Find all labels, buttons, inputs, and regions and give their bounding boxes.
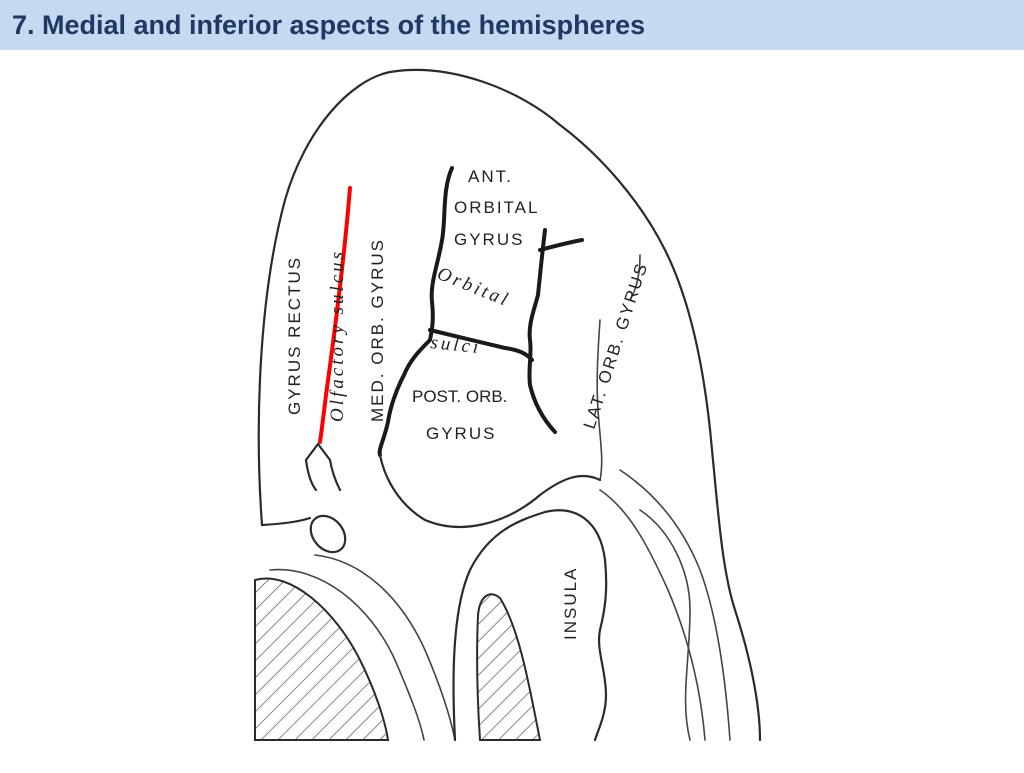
brain-diagram: GYRUS RECTUS Olfactory sulcus MED. ORB. … [0,50,1024,768]
medial-cut-section-outline-2 [314,554,456,741]
lateral-orbital-sulcus-2 [629,254,641,301]
anterior-perforated-edge [260,516,312,527]
frontal-lower-edge [378,453,602,528]
lateral-contour-2 [619,469,731,741]
label-lat-orb-gyrus: LAT. ORB. GYRUS [580,260,652,432]
hemisphere-outline [257,68,762,742]
olfactory-tract-stump [309,514,347,554]
temporal-cut-section-hatched [476,593,542,741]
orbital-sulcus-cross [428,328,534,362]
label-sulci: sulci [429,332,482,358]
medial-cut-section-outline [269,568,425,741]
lateral-orbital-sulcus [596,319,603,481]
slide-title: 7. Medial and inferior aspects of the he… [12,9,646,40]
temporal-lobe-outline [452,509,608,742]
orbital-sulcus-lateral [527,228,557,434]
orbital-sulcus-upper-branch [538,238,584,252]
label-ant-orbital-2: ORBITAL [454,198,539,217]
label-ant-orbital-3: GYRUS [454,230,524,249]
label-olfactory-sulcus: Olfactory sulcus [327,249,348,422]
olfactory-bulb [304,442,342,492]
label-ant-orbital-1: ANT. [468,167,513,186]
label-med-orb-gyrus: MED. ORB. GYRUS [368,238,387,422]
label-orbital: Orbital [434,263,513,311]
label-gyrus-rectus: GYRUS RECTUS [285,256,304,415]
lateral-contour [599,489,706,741]
title-bar: 7. Medial and inferior aspects of the he… [0,0,1024,50]
label-insula: INSULA [561,567,580,640]
olfactory-sulcus-line [318,186,352,444]
temporal-contour [639,509,691,741]
label-post-orb-2: GYRUS [426,424,496,443]
medial-cut-section-hatched [254,577,390,741]
brain-orbital-surface-illustration: GYRUS RECTUS Olfactory sulcus MED. ORB. … [254,68,762,742]
label-post-orb-1: POST. ORB. [412,387,507,406]
orbital-sulcus-medial [377,166,454,457]
